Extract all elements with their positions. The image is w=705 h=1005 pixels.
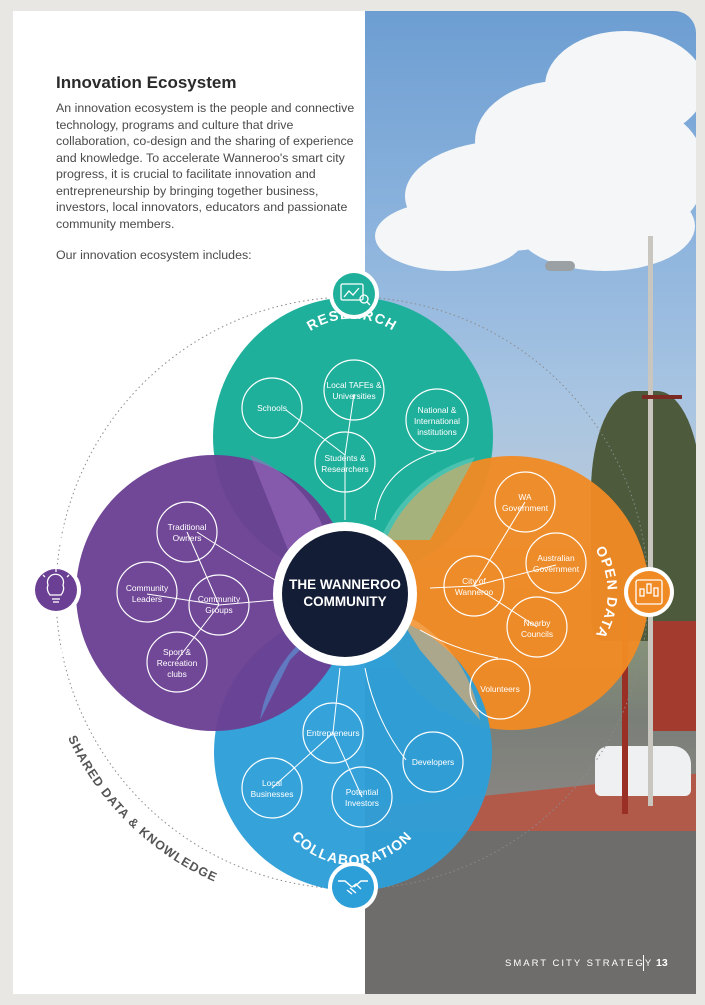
node-local-business: Local [262, 778, 282, 788]
node-city: City of [462, 576, 486, 586]
research-nodes: Schools Local TAFEs & Universities Natio… [241, 359, 469, 493]
node-tafes: Local TAFEs & [326, 380, 381, 390]
node-councils: Nearby [524, 618, 552, 628]
connector-lines [146, 393, 557, 798]
node-wa-gov: WA [518, 492, 532, 502]
node-students-line2: Researchers [321, 464, 368, 474]
title-shared-data: SHARED DATA & KNOWLEDGE [65, 733, 219, 885]
open-data-nodes: WA Government Australian Government City… [443, 471, 587, 720]
node-sport-line2: Recreation [157, 658, 198, 668]
node-sport-line3: clubs [167, 669, 187, 679]
node-investors-line2: Investors [345, 798, 379, 808]
node-sport: Sport & [163, 647, 191, 657]
footer-divider [643, 955, 644, 971]
node-wa-gov-line2: Government [502, 503, 549, 513]
ideation-badge [31, 565, 81, 615]
data-chart-icon [635, 579, 663, 605]
node-national-line3: institutions [417, 427, 457, 437]
chart-magnifier-icon [340, 283, 371, 306]
page-heading: Innovation Ecosystem [56, 73, 237, 92]
node-aus-gov: Australian [537, 553, 575, 563]
node-leaders-line2: Leaders [132, 594, 162, 604]
lightbulb-icon [42, 569, 70, 603]
node-traditional-line2: Owners [173, 533, 202, 543]
handshake-icon [338, 880, 368, 895]
node-volunteers: Volunteers [480, 684, 520, 694]
ideation-nodes: Traditional Owners Community Leaders Com… [116, 501, 250, 693]
center-title: THE WANNEROO [289, 577, 401, 592]
node-city-line2: Wanneroo [455, 587, 494, 597]
center-circle [282, 531, 408, 657]
node-national-line2: International [414, 416, 460, 426]
node-groups: Community [198, 594, 241, 604]
node-national: National & [418, 405, 457, 415]
collaboration-badge [328, 862, 378, 912]
lead-in-text: Our innovation ecosystem includes: [56, 248, 252, 262]
node-tafes-line2: Universities [332, 391, 375, 401]
node-aus-gov-line2: Government [533, 564, 580, 574]
collaboration-nodes: Entrepreneurs Developers Local Businesse… [241, 702, 464, 828]
node-developers: Developers [412, 757, 454, 767]
overlap-tint [395, 610, 480, 720]
node-entrepreneurs: Entrepreneurs [306, 728, 359, 738]
node-traditional: Traditional [168, 522, 207, 532]
node-local-business-line2: Businesses [251, 789, 294, 799]
center-title-line2: COMMUNITY [303, 594, 386, 609]
page-number: 13 [656, 957, 668, 969]
node-students: Students & [325, 453, 366, 463]
node-schools: Schools [257, 403, 287, 413]
intro-paragraph: An innovation ecosystem is the people an… [56, 101, 355, 231]
node-investors: Potential [346, 787, 379, 797]
overlap-tint [380, 457, 475, 540]
footer-label: SMART CITY STRATEGY [505, 958, 654, 969]
node-groups-line2: Groups [205, 605, 232, 615]
open-data-badge [624, 567, 674, 617]
research-badge [329, 269, 379, 319]
node-leaders: Community [126, 583, 169, 593]
node-councils-line2: Councils [521, 629, 553, 639]
